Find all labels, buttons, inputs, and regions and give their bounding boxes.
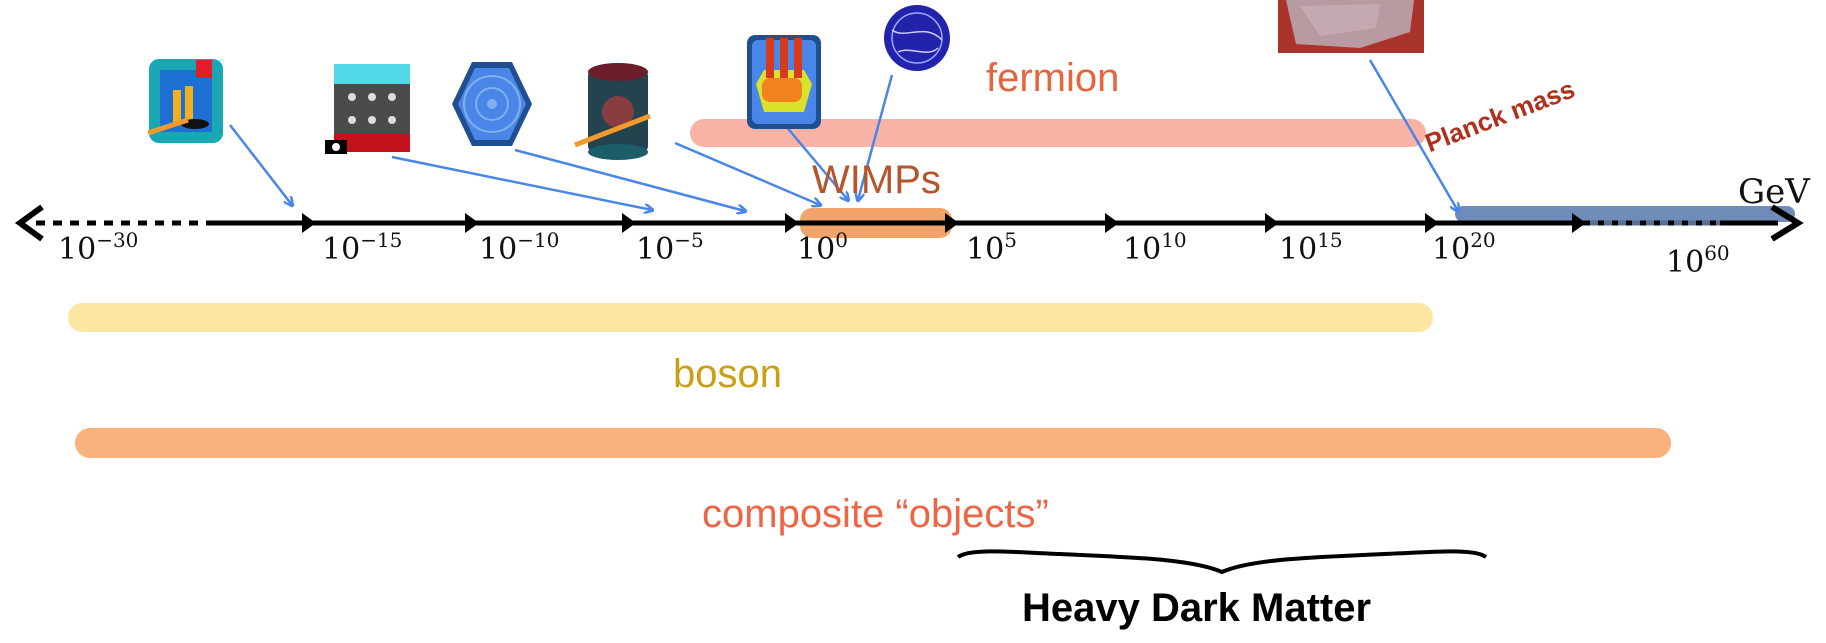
- arrow-hexagon: [514, 148, 745, 211]
- arrow-atom-trap: [391, 155, 652, 210]
- cylinder-cavity-icon: [574, 63, 651, 160]
- fermion-label: fermion: [986, 56, 1120, 100]
- tick-label: 10−30: [58, 228, 139, 267]
- tick-label: 1020: [1432, 228, 1496, 267]
- arrow-cylinder: [674, 141, 820, 205]
- planck-band: [1455, 206, 1795, 222]
- tick-label: 100: [797, 228, 848, 267]
- bubble-chamber-icon: [884, 5, 950, 71]
- tick-label: 10−15: [322, 228, 403, 267]
- tick-label: 1015: [1279, 228, 1343, 267]
- boson-band: [68, 303, 1433, 332]
- xenon-tpc-icon: [747, 35, 821, 129]
- arrow-mica: [1368, 59, 1458, 211]
- pointer-arrows: [229, 59, 1458, 211]
- magnet-detector-icon: [147, 59, 223, 143]
- composite-band: [75, 428, 1671, 458]
- tick-label: 1010: [1123, 228, 1187, 267]
- heavy-dm-brace: [956, 549, 1488, 575]
- tick-label: 1060: [1666, 241, 1730, 280]
- tick-label: 10−5: [636, 228, 704, 267]
- mass-axis: [14, 204, 1804, 242]
- wimps-label: WIMPs: [812, 158, 941, 202]
- tick-label: 105: [966, 228, 1017, 267]
- mica-rock-icon: [1278, 0, 1424, 53]
- boson-label: boson: [673, 352, 782, 396]
- composite-label: composite “objects”: [702, 492, 1049, 536]
- arrow-bubble: [858, 74, 894, 200]
- axis-unit-label: GeV: [1738, 172, 1810, 212]
- hexagon-crystal-icon: [452, 62, 532, 146]
- arrow-xenon: [784, 124, 848, 200]
- arrow-magnet: [229, 124, 292, 205]
- tick-label: 10−10: [479, 228, 560, 267]
- atom-trap-icon: [325, 64, 410, 154]
- heavy-dark-matter-label: Heavy Dark Matter: [1022, 586, 1372, 630]
